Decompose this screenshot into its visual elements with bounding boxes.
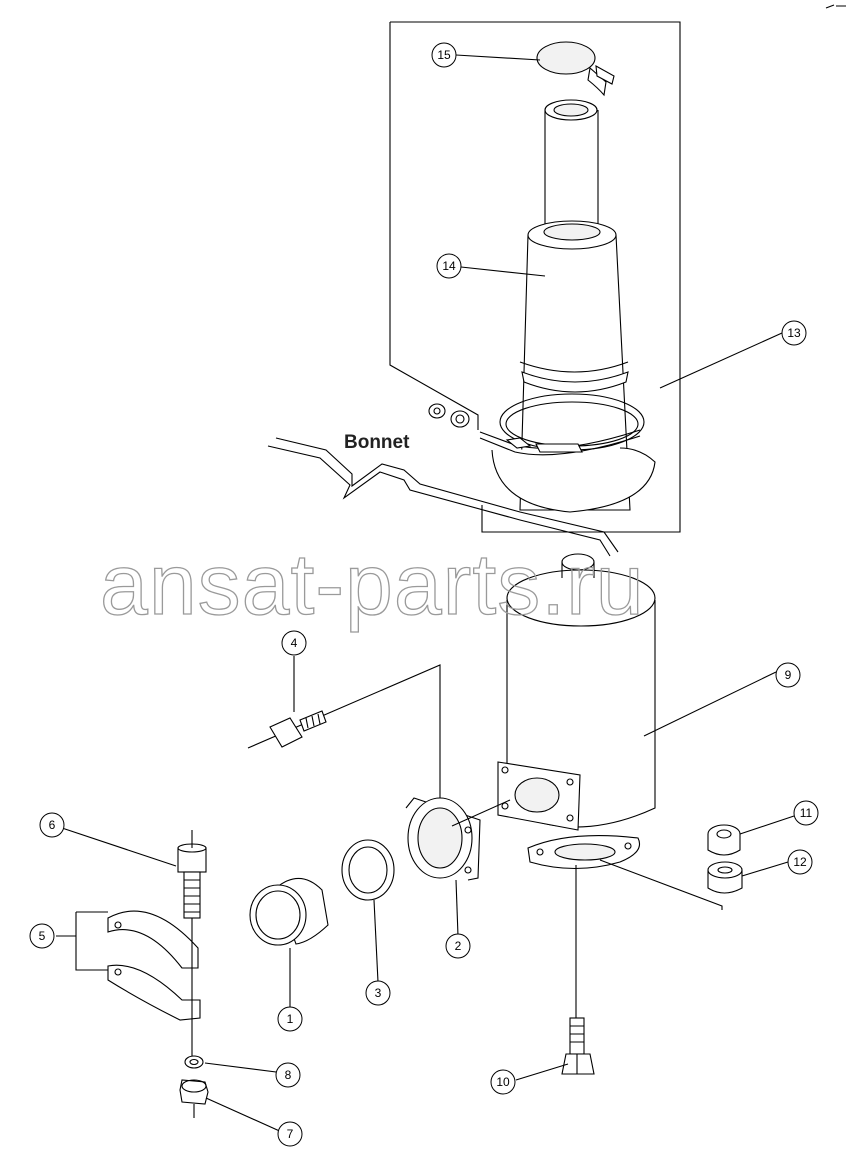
part-7-nut <box>179 1079 209 1118</box>
svg-text:7: 7 <box>287 1127 294 1141</box>
svg-text:15: 15 <box>437 48 451 62</box>
callout-15: 15 <box>431 42 457 68</box>
callout-8: 8 <box>275 1062 301 1088</box>
part-11-nut <box>707 824 741 856</box>
svg-text:6: 6 <box>49 818 56 832</box>
svg-text:4: 4 <box>291 636 298 650</box>
part-2-flange <box>405 797 511 881</box>
callout-3: 3 <box>365 980 391 1006</box>
svg-text:3: 3 <box>375 986 382 1000</box>
part-3-gasket <box>341 839 395 901</box>
bonnet-nuts <box>428 403 470 428</box>
bonnet-break-line <box>267 437 619 557</box>
callout-4: 4 <box>281 630 307 656</box>
part-12-spacer <box>707 861 743 894</box>
callout-12: 12 <box>787 849 813 875</box>
watermark: ansat-parts.ru <box>100 537 645 633</box>
callout-2: 2 <box>445 933 471 959</box>
part-13-base-assembly <box>479 361 656 513</box>
svg-text:11: 11 <box>800 806 813 820</box>
callout-14: 14 <box>436 253 462 279</box>
svg-text:8: 8 <box>285 1068 292 1082</box>
svg-text:10: 10 <box>496 1075 510 1089</box>
svg-text:14: 14 <box>442 259 456 273</box>
callout-13: 13 <box>781 320 807 346</box>
svg-text:1: 1 <box>287 1012 294 1026</box>
callout-10: 10 <box>490 1069 516 1095</box>
part-8-washer <box>184 1055 204 1069</box>
part-10-bolt <box>561 865 595 1075</box>
callout-9: 9 <box>775 662 801 688</box>
part-1-adapter <box>249 877 329 946</box>
svg-text:5: 5 <box>39 929 46 943</box>
callout-1: 1 <box>277 1006 303 1032</box>
svg-text:12: 12 <box>793 855 807 869</box>
callout-7: 7 <box>277 1121 303 1147</box>
part-15-cap <box>536 41 615 97</box>
part-6-bolt <box>177 830 207 919</box>
svg-text:13: 13 <box>787 326 801 340</box>
leader-lines <box>55 54 795 1134</box>
bonnet-label: Bonnet <box>344 432 410 453</box>
part-5-clamp <box>107 910 201 1060</box>
part-4-bolt <box>247 664 441 802</box>
callout-11: 11 <box>793 800 819 826</box>
svg-text:9: 9 <box>785 668 792 682</box>
svg-text:2: 2 <box>455 939 462 953</box>
group-13-frame <box>389 21 681 533</box>
part-11-12-leader <box>599 859 723 910</box>
callout-5: 5 <box>29 923 55 949</box>
part-9-muffler <box>497 553 656 870</box>
callout-6: 6 <box>39 812 65 838</box>
corner-mark <box>825 4 846 9</box>
